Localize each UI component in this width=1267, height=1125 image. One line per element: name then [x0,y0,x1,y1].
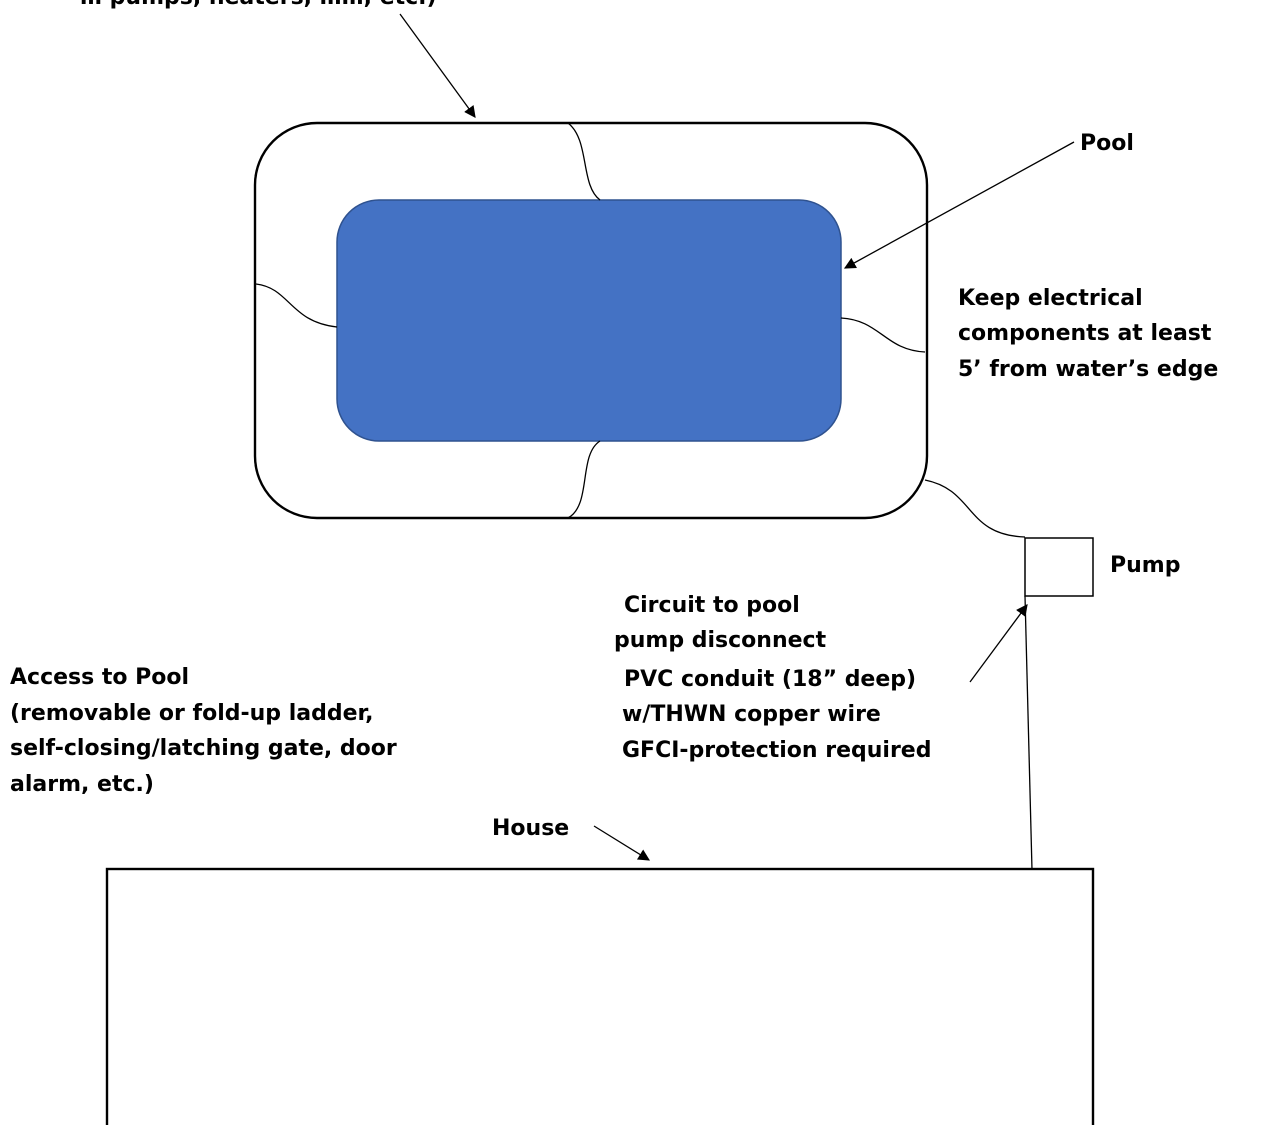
top-cutoff-label: … pumps, heaters, ……, etc.) [80,0,437,10]
house-label: House [492,816,569,841]
pump-box [1024,537,1094,597]
pump-label: Pump [1110,553,1180,578]
circuit-line-1: Circuit to pool [624,593,800,618]
arrow-to-pump-line [969,604,1028,683]
connector-top [567,122,601,201]
circuit-line-2: pump disconnect [614,628,827,653]
keep-distance-line-2: components at least [958,321,1212,346]
connector-right [840,317,926,353]
circuit-line-5: GFCI-protection required [622,738,931,763]
connector-bottom [567,440,601,519]
access-line-3: self-closing/latching gate, door [10,736,397,761]
arrow-to-deck [399,13,476,118]
connector-left [255,283,338,328]
house-box [105,867,1095,1125]
keep-distance-line-1: Keep electrical [958,286,1143,311]
arrow-to-house [593,825,650,861]
access-line-4: alarm, etc.) [10,772,154,797]
arrow-to-pool [843,141,1075,269]
circuit-line-4: w/THWN copper wire [622,702,881,727]
access-line-1: Access to Pool [10,665,189,690]
pump-feed-line [1024,595,1033,871]
access-line-2: (removable or fold-up ladder, [10,701,374,726]
connector-deck-to-pump [924,479,1026,538]
pool-water [336,199,842,442]
keep-distance-line-3: 5’ from water’s edge [958,357,1218,382]
pool-label: Pool [1080,131,1134,156]
circuit-line-3: PVC conduit (18” deep) [624,667,916,692]
